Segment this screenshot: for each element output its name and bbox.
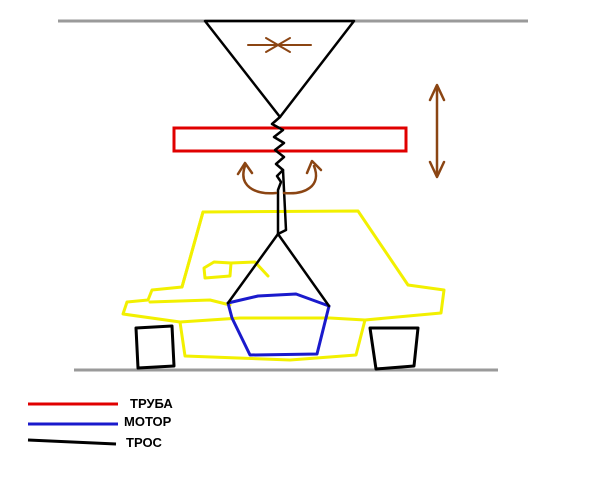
center-marker: [247, 37, 312, 53]
pipe-bar: [172, 126, 408, 153]
legend-label-engine: МОТОР: [124, 414, 172, 429]
legend-swatch-cable: [27, 438, 117, 446]
rotation-arrows: [236, 159, 323, 195]
legend-label-cable: ТРОС: [126, 435, 163, 450]
legend-label-pipe: ТРУБА: [130, 396, 173, 411]
wheel-left: [134, 324, 176, 370]
cable: [226, 115, 331, 308]
vertical-arrow: [428, 83, 446, 179]
legend: ТРУБА МОТОР ТРОС: [27, 396, 173, 450]
engine: [226, 292, 331, 357]
hoist-triangle: [203, 19, 356, 119]
wheel-right: [368, 326, 420, 371]
car-body: [121, 209, 446, 362]
